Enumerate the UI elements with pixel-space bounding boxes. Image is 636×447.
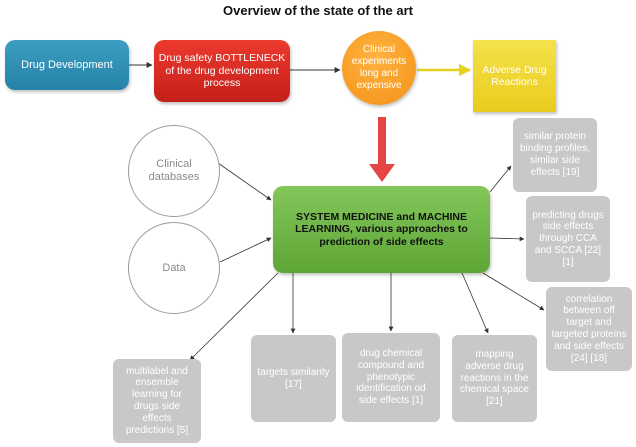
node-chemical-compound: drug chemical compound and phenotypic id… xyxy=(342,333,440,422)
node-protein-binding-profiles: similar protein binding profiles, simila… xyxy=(513,118,597,192)
node-adverse-drug-reactions: Adverse Drug Reactions xyxy=(473,40,556,112)
diagram-title: Overview of the state of the art xyxy=(223,3,413,18)
arrow-center-to-multilabel xyxy=(189,272,279,361)
node-clinical-experiments: Clinical experiments long and expensive xyxy=(342,31,416,105)
node-drug-safety-bottleneck: Drug safety BOTTLENECK of the drug devel… xyxy=(154,40,290,102)
node-drug-development: Drug Development xyxy=(5,40,129,90)
node-cca-scca: predicting drugs side effects through CC… xyxy=(526,196,610,282)
node-clinical-databases: Clinical databases xyxy=(128,125,220,217)
node-data: Data xyxy=(128,222,220,314)
node-mapping-adverse-reactions: mapping adverse drug reactions in the ch… xyxy=(452,335,537,422)
node-targets-similarity: targets similarity [17] xyxy=(251,335,336,422)
arrow-center-to-correlation xyxy=(482,272,545,311)
arrow-center-to-protein xyxy=(489,165,512,193)
arrow-databases-to-center xyxy=(217,162,272,201)
node-multilabel-ensemble: multilabel and ensemble learning for dru… xyxy=(113,359,201,443)
arrow-center-to-mapping xyxy=(461,272,489,334)
node-target-correlation: correlation between off target and targe… xyxy=(546,287,632,371)
node-system-medicine-ml: SYSTEM MEDICINE and MACHINE LEARNING, va… xyxy=(273,186,490,273)
arrow-data-to-center xyxy=(219,237,272,263)
arrow-clinical-to-center xyxy=(369,117,395,182)
arrow-center-to-cca xyxy=(489,236,525,242)
